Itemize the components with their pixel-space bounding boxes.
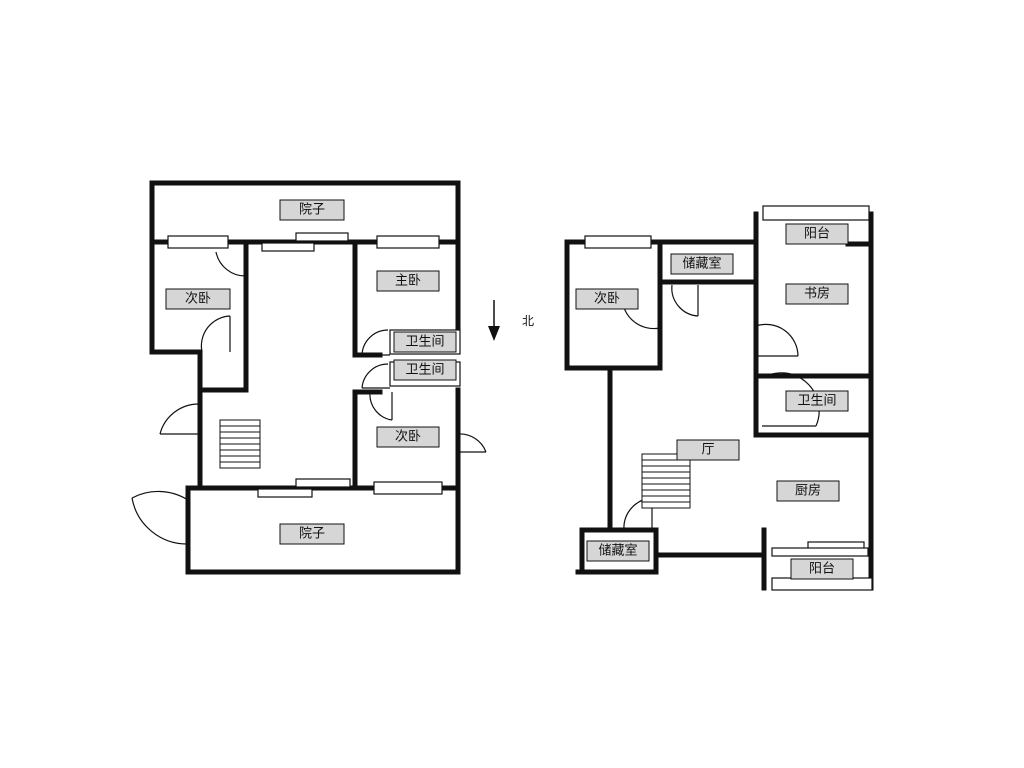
svg-text:卫生间: 卫生间 (797, 394, 836, 409)
room-label-right-balcony-top: 阳台 (785, 223, 849, 245)
right-floor-doors (621, 284, 820, 531)
svg-text:厨房: 厨房 (795, 483, 821, 499)
svg-text:厅: 厅 (701, 443, 714, 458)
svg-text:储藏室: 储藏室 (598, 543, 637, 559)
room-label-right-secondary-bedroom: 次卧 (575, 288, 639, 310)
room-label-left-bathroom-2: 卫生间 (393, 359, 457, 381)
svg-text:院子: 院子 (299, 203, 325, 218)
svg-text:卫生间: 卫生间 (405, 363, 444, 378)
svg-text:次卧: 次卧 (395, 429, 421, 445)
svg-text:阳台: 阳台 (809, 562, 835, 577)
svg-text:次卧: 次卧 (594, 291, 620, 307)
room-label-right-storage-top: 储藏室 (670, 253, 734, 275)
svg-text:卫生间: 卫生间 (405, 335, 444, 350)
room-label-right-storage-bottom: 储藏室 (586, 540, 650, 562)
compass-label: 北 (522, 314, 534, 328)
left-floor-doors (131, 248, 487, 545)
room-label-left-yard-bottom: 院子 (279, 523, 345, 545)
room-label-right-living-room: 厅 (676, 439, 740, 461)
room-label-right-kitchen: 厨房 (776, 480, 840, 502)
svg-text:次卧: 次卧 (185, 291, 211, 307)
room-label-left-secondary-bedroom-2: 次卧 (376, 426, 440, 448)
left-floor-walls (149, 180, 461, 575)
room-label-left-secondary-bedroom-1: 次卧 (165, 288, 231, 310)
right-floor-stairs (641, 453, 691, 509)
svg-text:阳台: 阳台 (804, 227, 830, 242)
room-label-left-yard-top: 院子 (279, 199, 345, 221)
svg-text:储藏室: 储藏室 (682, 256, 721, 272)
room-label-right-study: 书房 (785, 283, 849, 305)
left-floor-stairs (219, 419, 261, 469)
svg-text:院子: 院子 (299, 527, 325, 542)
right-floor-walls (564, 211, 874, 591)
room-label-right-balcony-bottom: 阳台 (790, 558, 854, 580)
right-floor-windows (584, 205, 873, 591)
room-label-left-master-bedroom: 主卧 (376, 270, 440, 292)
svg-text:书房: 书房 (804, 286, 830, 302)
north-arrow-icon (488, 300, 500, 341)
svg-text:主卧: 主卧 (395, 274, 421, 289)
room-label-right-bathroom: 卫生间 (785, 390, 849, 412)
room-label-left-bathroom-1: 卫生间 (393, 331, 457, 353)
compass: 北 (488, 300, 534, 341)
